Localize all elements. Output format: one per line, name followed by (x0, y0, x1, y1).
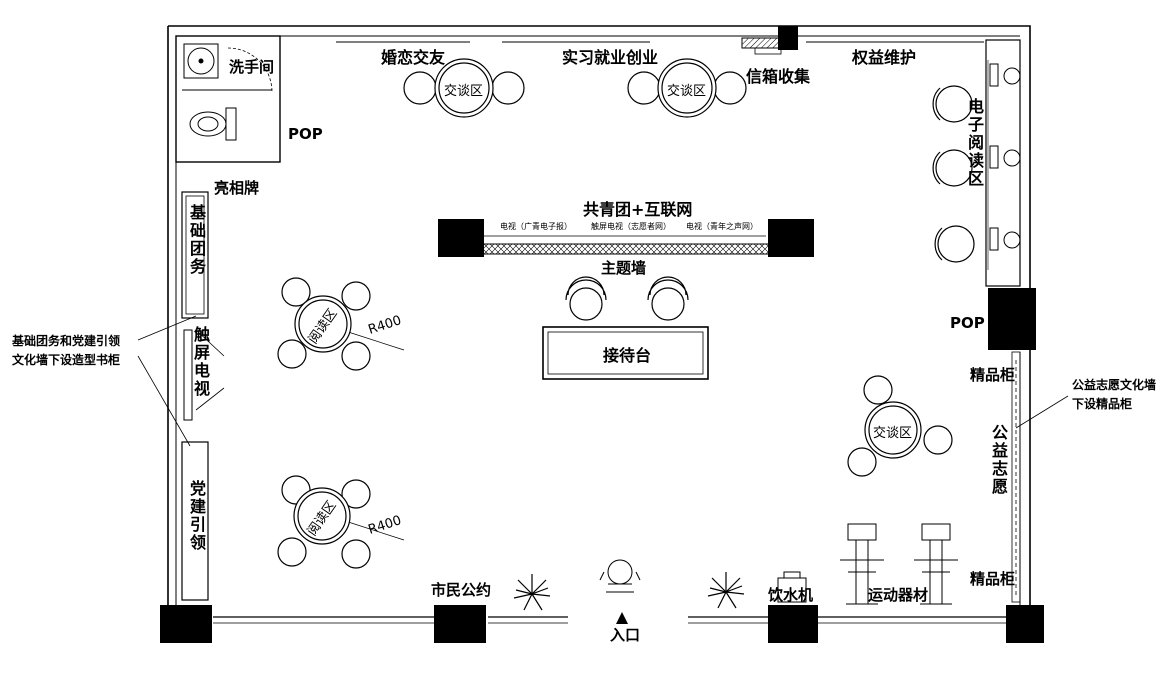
party-label: 党建引领 (187, 480, 206, 552)
pillar (160, 605, 212, 643)
theme-wall-post-left (438, 219, 484, 257)
dating-label: 婚恋交友 (381, 48, 446, 67)
theme-wall-post-right (768, 219, 814, 257)
talk-area-label-3: 交谈区 (873, 426, 913, 441)
reception-desk (542, 326, 709, 380)
tv-label-3: 电视（青年之声网） (686, 222, 758, 231)
sink-icon (183, 43, 219, 79)
greeter-robot-icon (599, 559, 641, 593)
boutique-label-1: 精品柜 (970, 366, 1016, 384)
toilet-icon (189, 107, 237, 141)
basic-label: 基础团务 (187, 204, 206, 276)
employment-label: 实习就业创业 (562, 48, 659, 67)
chair (647, 276, 689, 301)
pillar (1006, 605, 1044, 643)
e-reading-label: 电子阅读区 (965, 98, 984, 188)
entrance-arrow-icon (616, 612, 628, 624)
left-note: 基础团务和党建引领 文化墙下设造型书柜 (12, 332, 120, 370)
charity-label: 公益志愿 (989, 424, 1008, 496)
plant-icon (707, 572, 745, 609)
talk-area-label-2: 交谈区 (667, 84, 707, 99)
right-note: 公益志愿文化墙 下设精品柜 (1072, 376, 1156, 414)
boutique-label-2: 精品柜 (970, 570, 1016, 588)
fitness-machine-icon (914, 523, 958, 605)
right-note-line-1: 公益志愿文化墙 (1072, 378, 1157, 392)
basic-wall-cabinet (181, 191, 209, 319)
theme-title: 共青团+互联网 (583, 200, 693, 219)
citizen-label: 市民公约 (431, 581, 492, 599)
pillar (988, 288, 1036, 350)
pop-label: POP (288, 125, 323, 143)
talk-area-label-1: 交谈区 (444, 84, 484, 99)
pillar (434, 605, 486, 643)
reading-area-2 (277, 475, 371, 569)
left-note-line-2: 文化墙下设造型书柜 (12, 353, 121, 367)
mail-label: 信箱收集 (746, 67, 811, 86)
chair (565, 276, 607, 301)
pillar (768, 605, 818, 643)
tv-label-1: 电视（广青电子报） (500, 222, 572, 231)
outer-wall (167, 25, 1031, 610)
washroom (175, 35, 281, 163)
entrance-label: 入口 (610, 626, 641, 644)
left-note-line-1: 基础团务和党建引领 (12, 334, 121, 348)
tv-label-2: 触屏电视（志愿者网） (591, 222, 671, 231)
fitness-machine-icon (840, 523, 884, 605)
right-note-line-2: 下设精品柜 (1072, 397, 1133, 411)
talk-area-2 (627, 58, 747, 118)
washroom-label: 洗手间 (229, 58, 275, 76)
water-dispenser-icon (777, 571, 807, 603)
rights-label: 权益维护 (852, 48, 917, 67)
pillar (778, 26, 798, 50)
light-board-label: 亮相牌 (214, 179, 260, 197)
talk-area-1 (403, 58, 525, 118)
reception-label: 接待台 (603, 346, 652, 365)
party-wall-cabinet (181, 441, 209, 601)
touch-tv-label: 触屏电视 (191, 326, 210, 398)
e-reading-wall (985, 39, 1021, 287)
theme-wall-label: 主题墙 (601, 259, 647, 277)
reading-area-1 (277, 277, 371, 371)
talk-area-3 (847, 375, 953, 477)
water-label: 饮水机 (768, 586, 814, 604)
pop-label-right: POP (950, 314, 985, 332)
sports-label: 运动器材 (868, 586, 929, 604)
plant-icon (513, 574, 551, 611)
touch-tv-panel (183, 329, 193, 421)
